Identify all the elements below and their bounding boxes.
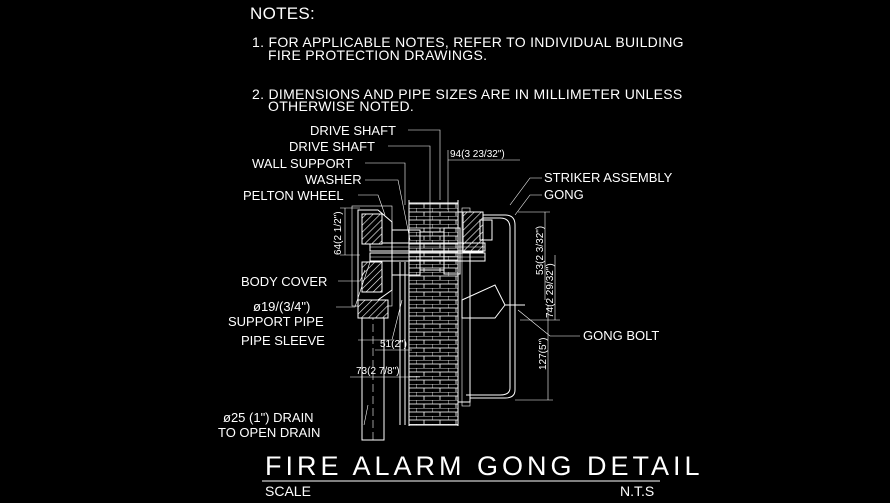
striker-assembly <box>462 211 493 253</box>
scale-value: N.T.S <box>620 483 654 499</box>
label-drain-line-1: ø25 (1") DRAIN <box>223 410 314 425</box>
label-striker-assembly: STRIKER ASSEMBLY <box>544 170 673 185</box>
label-body-cover: BODY COVER <box>241 274 327 289</box>
leader-lines <box>336 129 580 426</box>
dim-51: 51(2") <box>380 339 407 350</box>
label-gong-bolt: GONG BOLT <box>583 328 659 343</box>
label-pipe-size: ø19/(3/4") <box>253 299 310 314</box>
label-pelton-wheel: PELTON WHEEL <box>243 188 344 203</box>
dim-94: 94(3 23/32") <box>450 149 505 160</box>
note-1-line-2: FIRE PROTECTION DRAWINGS. <box>268 47 487 63</box>
label-support-pipe: SUPPORT PIPE <box>228 314 324 329</box>
note-2-line-1: 2. DIMENSIONS AND PIPE SIZES ARE IN MILL… <box>252 86 683 102</box>
label-drive-shaft-lower: DRIVE SHAFT <box>289 139 375 154</box>
label-wall-support: WALL SUPPORT <box>252 156 353 171</box>
label-drive-shaft-upper: DRIVE SHAFT <box>310 123 396 138</box>
scale-label: SCALE <box>265 483 311 499</box>
dim-53: 53(2 3/32") <box>535 226 546 275</box>
pipe-sleeve <box>399 262 406 425</box>
label-pipe-sleeve: PIPE SLEEVE <box>241 333 325 348</box>
label-gong: GONG <box>544 187 584 202</box>
dim-74: 74(2 29/32") <box>545 263 556 318</box>
drive-shaft <box>369 227 486 275</box>
notes-heading: NOTES: <box>250 4 315 23</box>
dim-64: 64(2 1/2") <box>333 211 344 255</box>
note-2-line-2: OTHERWISE NOTED. <box>268 98 414 114</box>
gong-shell <box>457 207 525 407</box>
label-washer: WASHER <box>305 172 362 187</box>
drawing-title: FIRE ALARM GONG DETAIL <box>265 451 704 481</box>
note-1-line-1: 1. FOR APPLICABLE NOTES, REFER TO INDIVI… <box>252 34 684 50</box>
dimension-lines <box>340 150 560 401</box>
support-pipe <box>357 299 389 441</box>
label-drain-line-2: TO OPEN DRAIN <box>218 425 320 440</box>
dim-127: 127(5") <box>538 338 549 370</box>
brick-wall <box>408 200 459 426</box>
dim-73: 73(2 7/8") <box>356 366 400 377</box>
